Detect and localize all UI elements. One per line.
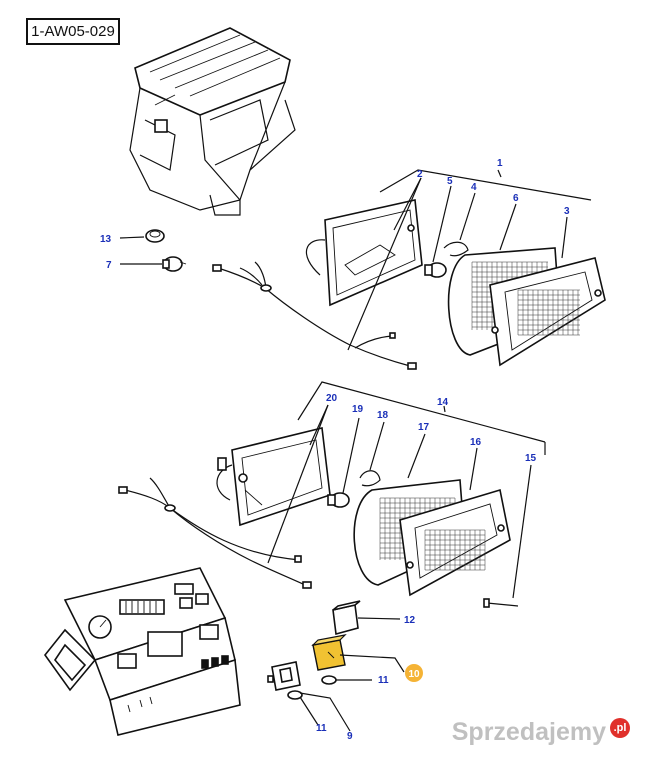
part-13-grommet [145, 229, 165, 243]
part-19-bulb [327, 492, 350, 508]
callout-11-upper: 11 [378, 675, 389, 686]
callout-14: 14 [437, 397, 449, 408]
part-18-spring-clip [359, 470, 381, 487]
callout-6: 6 [513, 193, 519, 204]
lower-wiring-harness [118, 477, 312, 589]
part-4-spring-clip [443, 241, 469, 257]
switch-leader-lines [299, 654, 405, 732]
callout-19: 19 [352, 404, 364, 415]
callout-18: 18 [377, 410, 389, 421]
callout-12: 12 [404, 615, 416, 626]
part-20-lamp-housing [216, 427, 331, 527]
watermark-text: Sprzedajemy [451, 718, 606, 746]
callout-2: 2 [417, 169, 423, 180]
callout-16: 16 [470, 437, 482, 448]
part-10-light-switch [311, 634, 347, 671]
callout-7: 7 [106, 260, 112, 271]
callout-13: 13 [100, 234, 112, 245]
upper-leader-lines [347, 169, 592, 351]
callout-20: 20 [326, 393, 338, 404]
dashboard-panel-illustration [43, 567, 241, 736]
callout-10-highlight: 10 [405, 664, 423, 682]
part-2-lamp-housing [305, 199, 423, 307]
part-11-small-bulb [321, 675, 337, 685]
callout-1: 1 [497, 158, 503, 169]
tractor-cab-illustration [129, 27, 296, 216]
callout-10: 10 [408, 669, 420, 680]
callout-17: 17 [418, 422, 430, 433]
callout-15: 15 [525, 453, 537, 464]
watermark-badge: .pl [610, 717, 630, 738]
callout-4: 4 [471, 182, 477, 193]
part-7-bulb-socket [162, 256, 187, 272]
lower-leader-lines [267, 381, 546, 599]
part-12-switch-cover [332, 600, 361, 636]
diagram-reference-code: 1-AW05-029 [26, 18, 120, 45]
part-11-small-bulb-lower [287, 690, 303, 700]
part-3-lamp-frame [489, 257, 606, 367]
part-16-lamp-frame [399, 488, 511, 597]
upper-wiring-harness [212, 261, 417, 370]
part-5-bulb [424, 262, 447, 278]
callout-9: 9 [347, 731, 353, 742]
callout-labels: 1 2 3 4 5 6 7 13 14 15 16 17 18 19 20 12… [100, 158, 570, 742]
part-9-switch [267, 661, 301, 691]
callout-3: 3 [564, 206, 570, 217]
part-15-screw [483, 598, 519, 608]
callout-11-lower: 11 [316, 723, 327, 734]
watermark: Sprzedajemy .pl [451, 717, 630, 747]
callout-5: 5 [447, 176, 453, 187]
